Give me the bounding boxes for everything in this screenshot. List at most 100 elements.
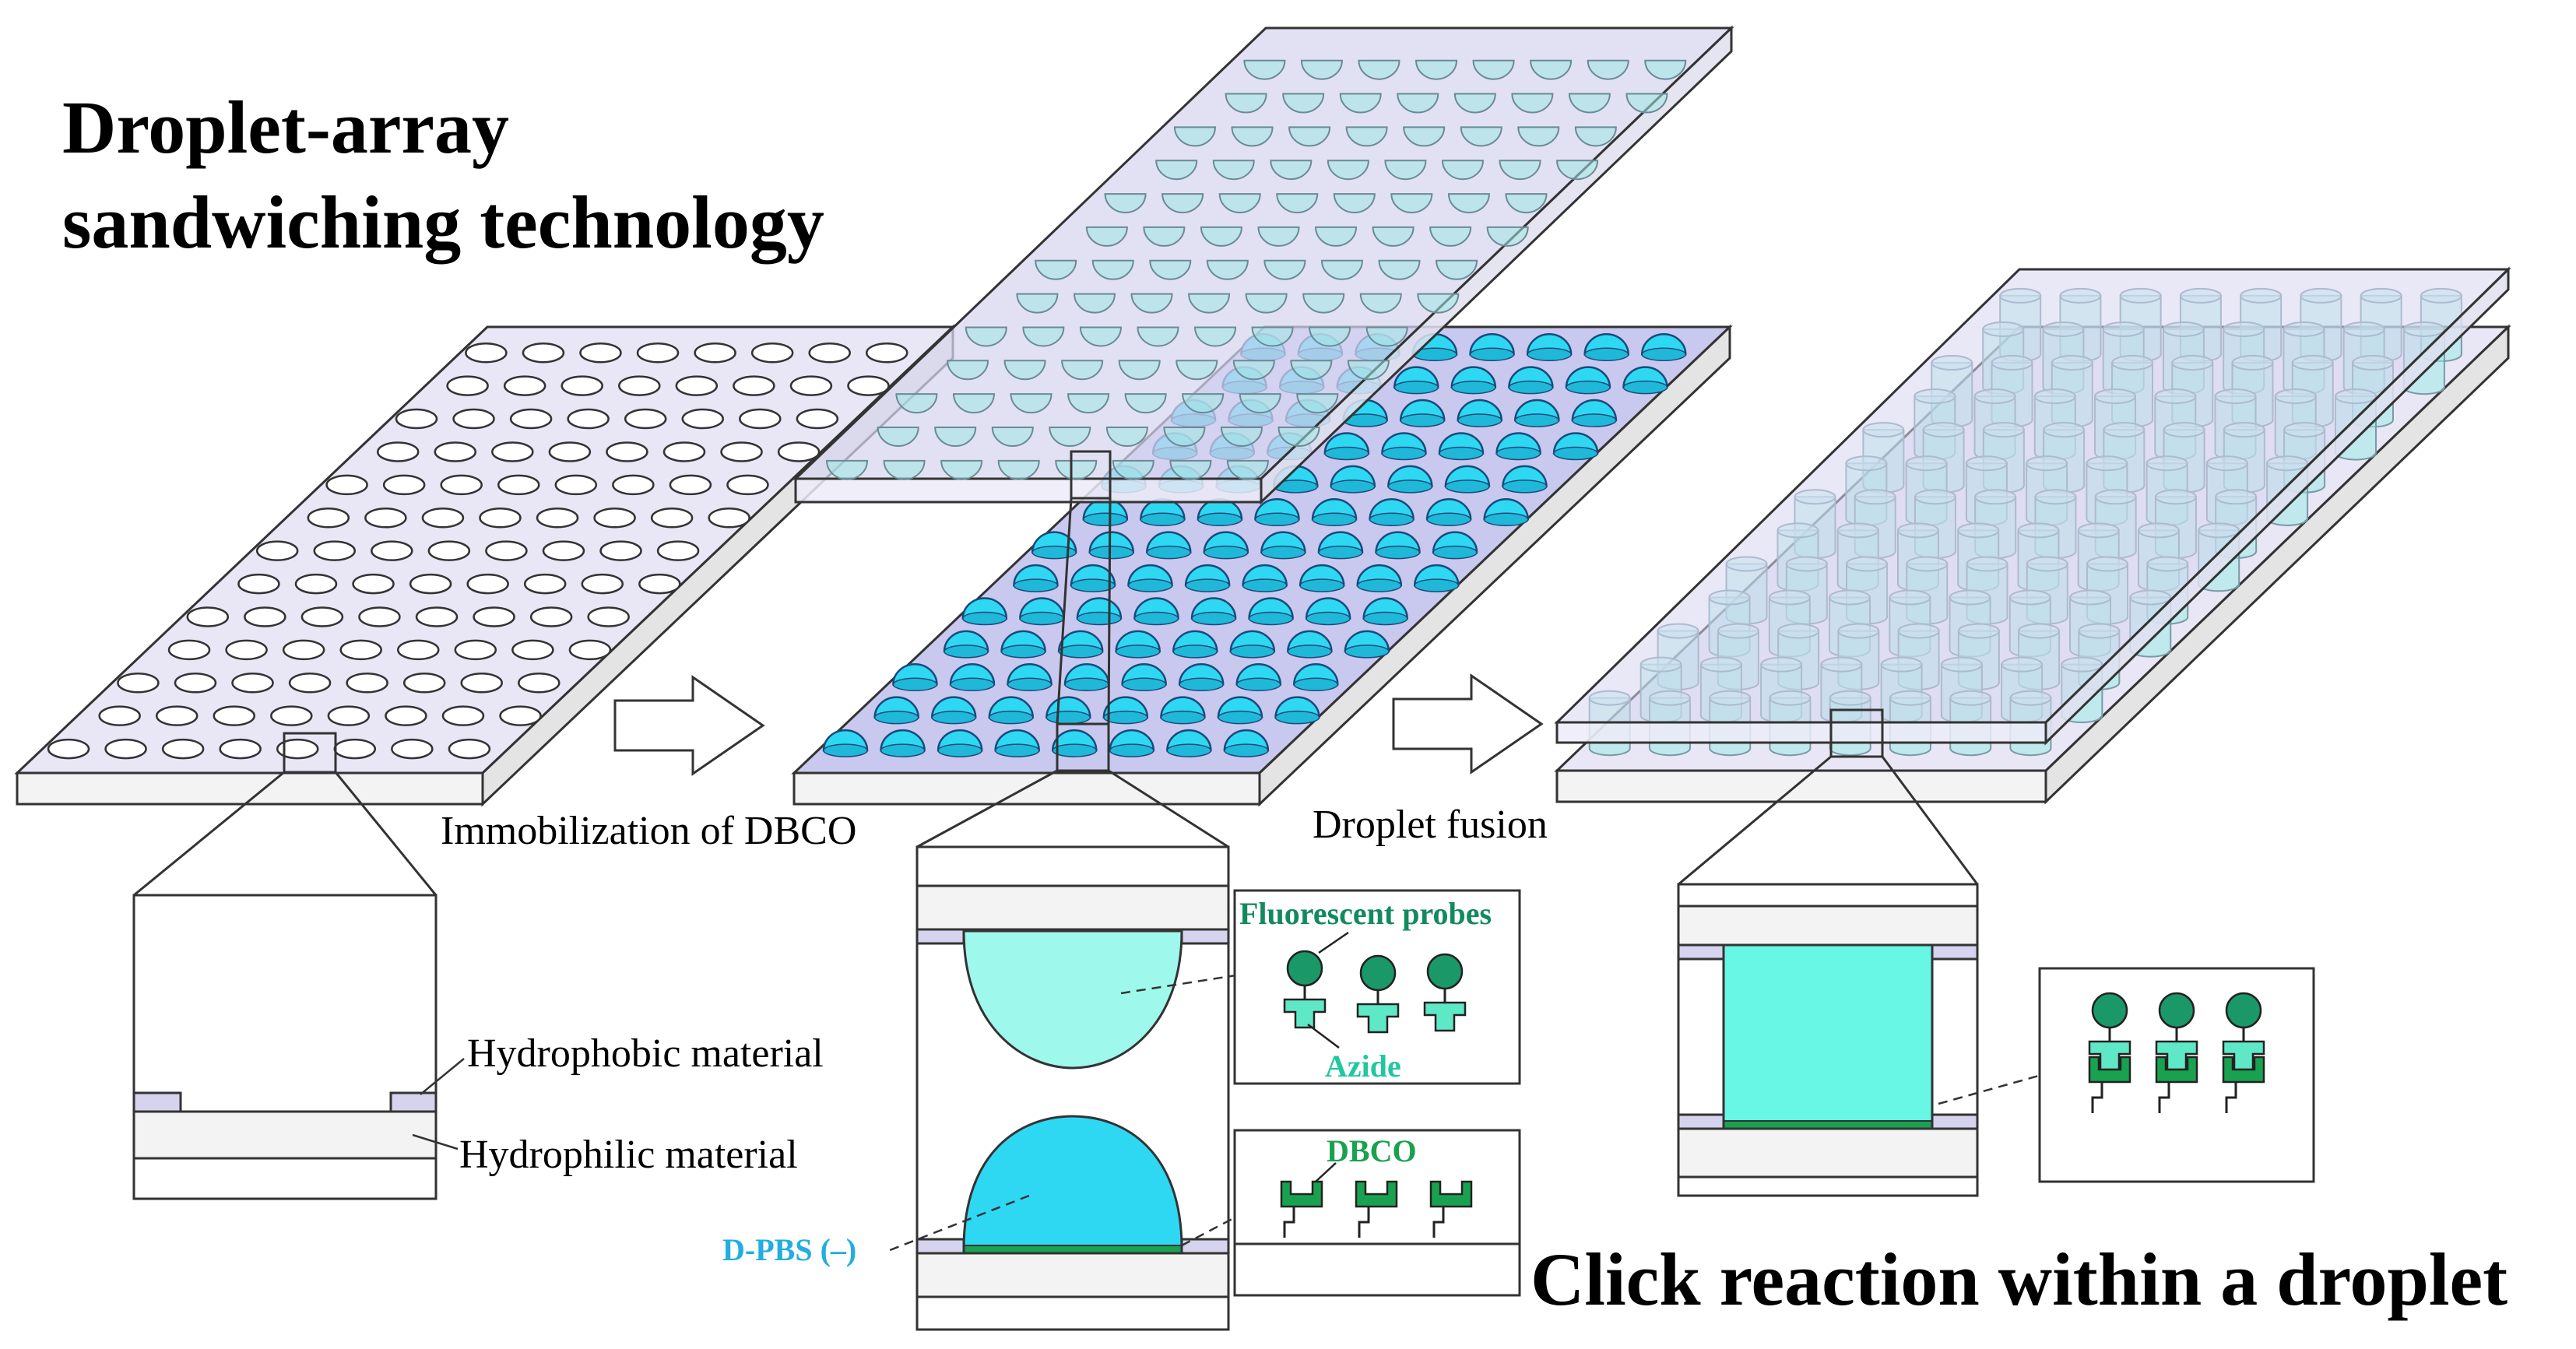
plate-3-upper-side-edge (2044, 266, 2510, 746)
well-spot (288, 673, 332, 694)
dbco-linker (1358, 1207, 1370, 1238)
hanging-droplet (940, 459, 983, 480)
droplet-base (1146, 545, 1192, 560)
droplet-base (1318, 545, 1363, 560)
well-spot (117, 673, 160, 694)
well-spot (460, 673, 503, 694)
dash-to-dbco (1181, 1213, 1242, 1247)
well-spot (485, 540, 528, 561)
droplet-base (1330, 480, 1376, 494)
hanging-droplet (1296, 393, 1339, 414)
zoom-box-1 (283, 732, 337, 774)
azide-group (1356, 1003, 1400, 1034)
well-spot (568, 639, 612, 661)
droplet-base (1393, 380, 1439, 395)
hanging-droplet (1290, 360, 1333, 381)
well-spot (656, 540, 700, 561)
droplet-base (1121, 677, 1167, 692)
well-spot (104, 738, 147, 760)
hanging-droplet (1505, 193, 1548, 214)
dbco-linker (2091, 1082, 2103, 1113)
well-spot (529, 606, 573, 627)
plate-2-bottom-side-edge (1258, 324, 1731, 807)
hanging-droplet (1384, 160, 1427, 181)
leader-hydrophobic (420, 1058, 465, 1095)
well-spot (339, 639, 382, 661)
droplet-base (1527, 347, 1572, 362)
well-spot (395, 408, 438, 430)
hanging-droplet (895, 393, 938, 414)
droplet-base (1160, 710, 1206, 725)
hanging-droplet (1530, 59, 1573, 80)
azide-group (1423, 1001, 1467, 1032)
well-spot (294, 573, 338, 595)
well-spot (796, 408, 839, 430)
cross-section-bare-well (132, 894, 465, 1200)
droplet-base (1077, 611, 1122, 626)
well-spot (503, 375, 546, 396)
hanging-droplet (1231, 126, 1274, 147)
zoom-link-right (1107, 497, 1112, 725)
hanging-droplet (1010, 393, 1053, 414)
hanging-droplet (1415, 59, 1458, 80)
well-spot (441, 705, 485, 726)
well-spot (446, 375, 489, 396)
plate-3-bottom-front-edge (1555, 769, 2047, 803)
droplet-base (1495, 446, 1541, 461)
connector-3-left (1678, 755, 1832, 886)
well-spot (213, 705, 256, 726)
hanging-droplet (1232, 360, 1275, 381)
droplet-base (1451, 380, 1496, 395)
probe-fluorophore (2091, 992, 2128, 1029)
droplet-base (1641, 347, 1686, 362)
droplet-base (1312, 512, 1357, 527)
hanging-droplet (1220, 426, 1263, 447)
top-substrate-3 (1677, 905, 1979, 947)
droplet-base (1502, 480, 1548, 494)
well-spot (808, 343, 851, 364)
leader-dbco (1315, 1162, 1337, 1182)
leader-azide (1307, 1024, 1340, 1049)
hanging-droplet (1061, 360, 1104, 381)
droplet-base (1375, 545, 1421, 560)
well-spot (599, 540, 642, 561)
well-spot (866, 343, 908, 364)
well-spot (452, 408, 495, 430)
hanging-droplet (1251, 326, 1294, 347)
droplet-base (1445, 480, 1490, 494)
droplet-base (1000, 645, 1046, 659)
hanging-droplet (1163, 426, 1206, 447)
hanging-droplet (1270, 160, 1313, 181)
well-spot (847, 375, 890, 396)
well-spot (300, 606, 344, 627)
hanging-droplet (934, 426, 977, 447)
droplet-base (1622, 380, 1668, 395)
hanging-droplet (1429, 226, 1472, 247)
hanging-droplet (1397, 93, 1439, 114)
hanging-droplet (952, 393, 995, 414)
droplet-base (1031, 545, 1077, 560)
droplet-base (1439, 446, 1484, 461)
bottom-substrate (915, 1252, 1230, 1298)
dbco-box (1233, 1129, 1521, 1297)
hanging-droplet (1049, 426, 1091, 447)
hanging-droplet (1333, 193, 1376, 214)
droplet-base (1287, 645, 1333, 659)
chemistry-boxes (1233, 889, 2315, 1297)
droplet-base (989, 710, 1034, 725)
well-spot (548, 441, 592, 462)
droplet-base (1179, 677, 1224, 692)
dash-to-dpbs (885, 1194, 1030, 1253)
hanging-droplet (1212, 160, 1255, 181)
well-spot (720, 441, 763, 462)
well-spot (440, 474, 483, 496)
well-spot (325, 474, 368, 496)
droplet-base (1140, 512, 1186, 527)
well-spot (307, 508, 350, 529)
well-spot (454, 639, 497, 661)
well-spot (397, 639, 440, 661)
droplet-base (1387, 480, 1433, 494)
droplet-base (1400, 413, 1445, 427)
dash-to-probes (1120, 973, 1242, 995)
droplet-base (1508, 380, 1554, 395)
